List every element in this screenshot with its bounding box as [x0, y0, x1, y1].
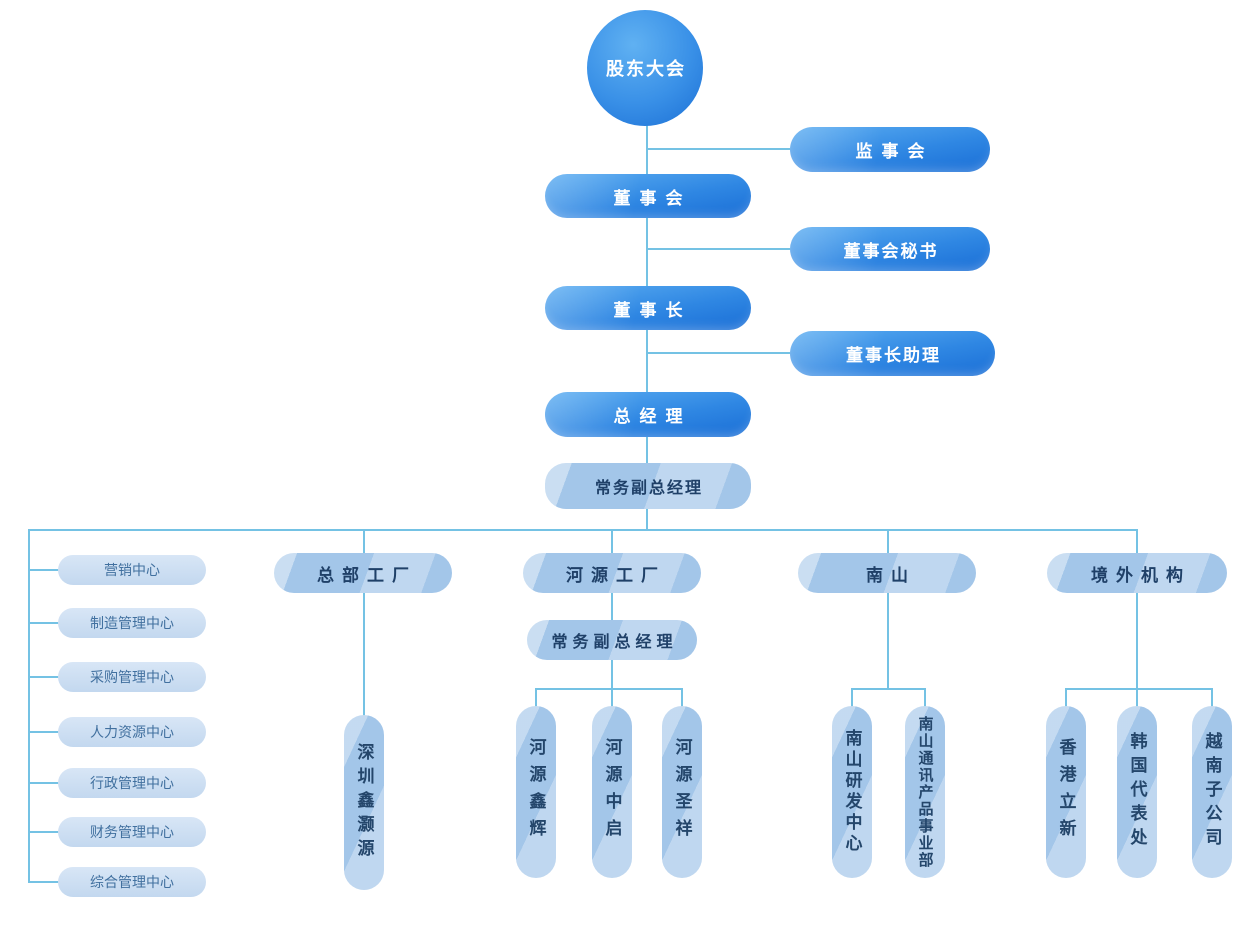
connector-line [1065, 688, 1067, 710]
node-heyuan-xinhui: 河源鑫辉 [516, 706, 556, 878]
node-chairman-assistant: 董事长助理 [790, 331, 995, 376]
connector-line [28, 529, 30, 883]
node-general-manager: 总经理 [545, 392, 751, 437]
connector-line [29, 831, 59, 833]
connector-line [535, 688, 683, 690]
node-hq-factory: 总部工厂 [274, 553, 452, 593]
node-shenzhen-xinhaoyuan: 深圳鑫灏源 [344, 715, 384, 890]
node-label: 常务副总经理 [594, 480, 703, 497]
connector-line [646, 437, 648, 463]
connector-line [647, 248, 790, 250]
connector-line [29, 569, 59, 571]
connector-line [646, 330, 648, 392]
node-label: 常务副总经理 [551, 634, 678, 651]
connector-line [851, 688, 853, 710]
connector-line [647, 148, 790, 150]
node-label: 董事会秘书 [843, 241, 939, 261]
node-label: 人力资源中心 [90, 724, 174, 740]
node-heyuan-deputy-gm: 常务副总经理 [527, 620, 697, 660]
node-overseas-institutions: 境外机构 [1047, 553, 1227, 593]
node-vietnam-subsidiary: 越南子公司 [1192, 706, 1232, 878]
connector-line [1136, 593, 1138, 689]
node-center-general-affairs: 综合管理中心 [58, 867, 206, 897]
node-label: 河源中启 [602, 738, 622, 846]
node-label: 总经理 [613, 407, 692, 426]
node-center-finance: 财务管理中心 [58, 817, 206, 847]
node-label: 河源工厂 [566, 565, 666, 585]
node-shareholders-meeting: 股东大会 [587, 10, 703, 126]
node-supervisory-board: 监事会 [790, 127, 990, 172]
connector-line [681, 688, 683, 710]
node-board-of-directors: 董事会 [545, 174, 751, 218]
node-label: 境外机构 [1091, 565, 1191, 585]
node-nanshan: 南山 [798, 553, 976, 593]
node-label: 董事长助理 [846, 346, 941, 365]
node-label: 采购管理中心 [90, 669, 174, 685]
node-nanshan-rd-center: 南山研发中心 [832, 706, 872, 878]
connector-line [611, 593, 613, 620]
connector-line [647, 352, 790, 354]
node-label: 香港立新 [1056, 738, 1076, 846]
node-label: 董事会 [613, 188, 692, 208]
node-hongkong-lixin: 香港立新 [1046, 706, 1086, 878]
connector-line [887, 593, 889, 689]
connector-line [1065, 688, 1212, 690]
connector-line [611, 660, 613, 689]
connector-line [363, 531, 365, 555]
node-heyuan-zhongqi: 河源中启 [592, 706, 632, 878]
node-label: 越南子公司 [1202, 732, 1222, 852]
node-label: 监事会 [855, 142, 934, 161]
node-center-procurement: 采购管理中心 [58, 662, 206, 692]
connector-line [29, 676, 59, 678]
connector-line [646, 218, 648, 286]
connector-line [1211, 688, 1213, 710]
node-label: 行政管理中心 [90, 775, 174, 791]
node-korea-rep-office: 韩国代表处 [1117, 706, 1157, 878]
connector-line [29, 782, 59, 784]
node-center-administration: 行政管理中心 [58, 768, 206, 798]
node-label: 韩国代表处 [1127, 732, 1147, 852]
node-label: 南山研发中心 [842, 729, 862, 855]
node-label: 深圳鑫灏源 [354, 742, 374, 863]
node-label: 河源鑫辉 [526, 738, 546, 846]
node-board-secretary: 董事会秘书 [790, 227, 990, 271]
connector-line [646, 509, 648, 531]
connector-line [363, 593, 365, 718]
node-label: 南山 [866, 565, 916, 585]
node-label: 股东大会 [606, 59, 686, 79]
connector-line [28, 529, 1138, 531]
node-label: 财务管理中心 [90, 824, 174, 840]
node-label: 河源圣祥 [672, 738, 692, 846]
connector-line [29, 622, 59, 624]
node-label: 综合管理中心 [90, 874, 174, 890]
connector-line [1136, 688, 1138, 710]
connector-line [924, 688, 926, 710]
node-label: 营销中心 [104, 562, 160, 578]
node-center-human-resources: 人力资源中心 [58, 717, 206, 747]
connector-line [851, 688, 926, 690]
node-center-manufacturing: 制造管理中心 [58, 608, 206, 638]
connector-line [29, 881, 59, 883]
node-label: 制造管理中心 [90, 615, 174, 631]
node-heyuan-factory: 河源工厂 [523, 553, 701, 593]
node-executive-deputy-gm: 常务副总经理 [545, 463, 751, 509]
connector-line [535, 688, 537, 710]
connector-line [1136, 531, 1138, 555]
connector-line [29, 731, 59, 733]
node-center-marketing: 营销中心 [58, 555, 206, 585]
node-chairman: 董事长 [545, 286, 751, 330]
node-label: 南山通讯产品事业部 [916, 715, 934, 869]
node-label: 总部工厂 [317, 565, 417, 585]
connector-line [887, 531, 889, 555]
node-nanshan-comm-products-division: 南山通讯产品事业部 [905, 706, 945, 878]
connector-line [611, 531, 613, 555]
node-heyuan-shengxiang: 河源圣祥 [662, 706, 702, 878]
node-label: 董事长 [613, 300, 692, 320]
connector-line [646, 125, 648, 175]
connector-line [611, 688, 613, 710]
